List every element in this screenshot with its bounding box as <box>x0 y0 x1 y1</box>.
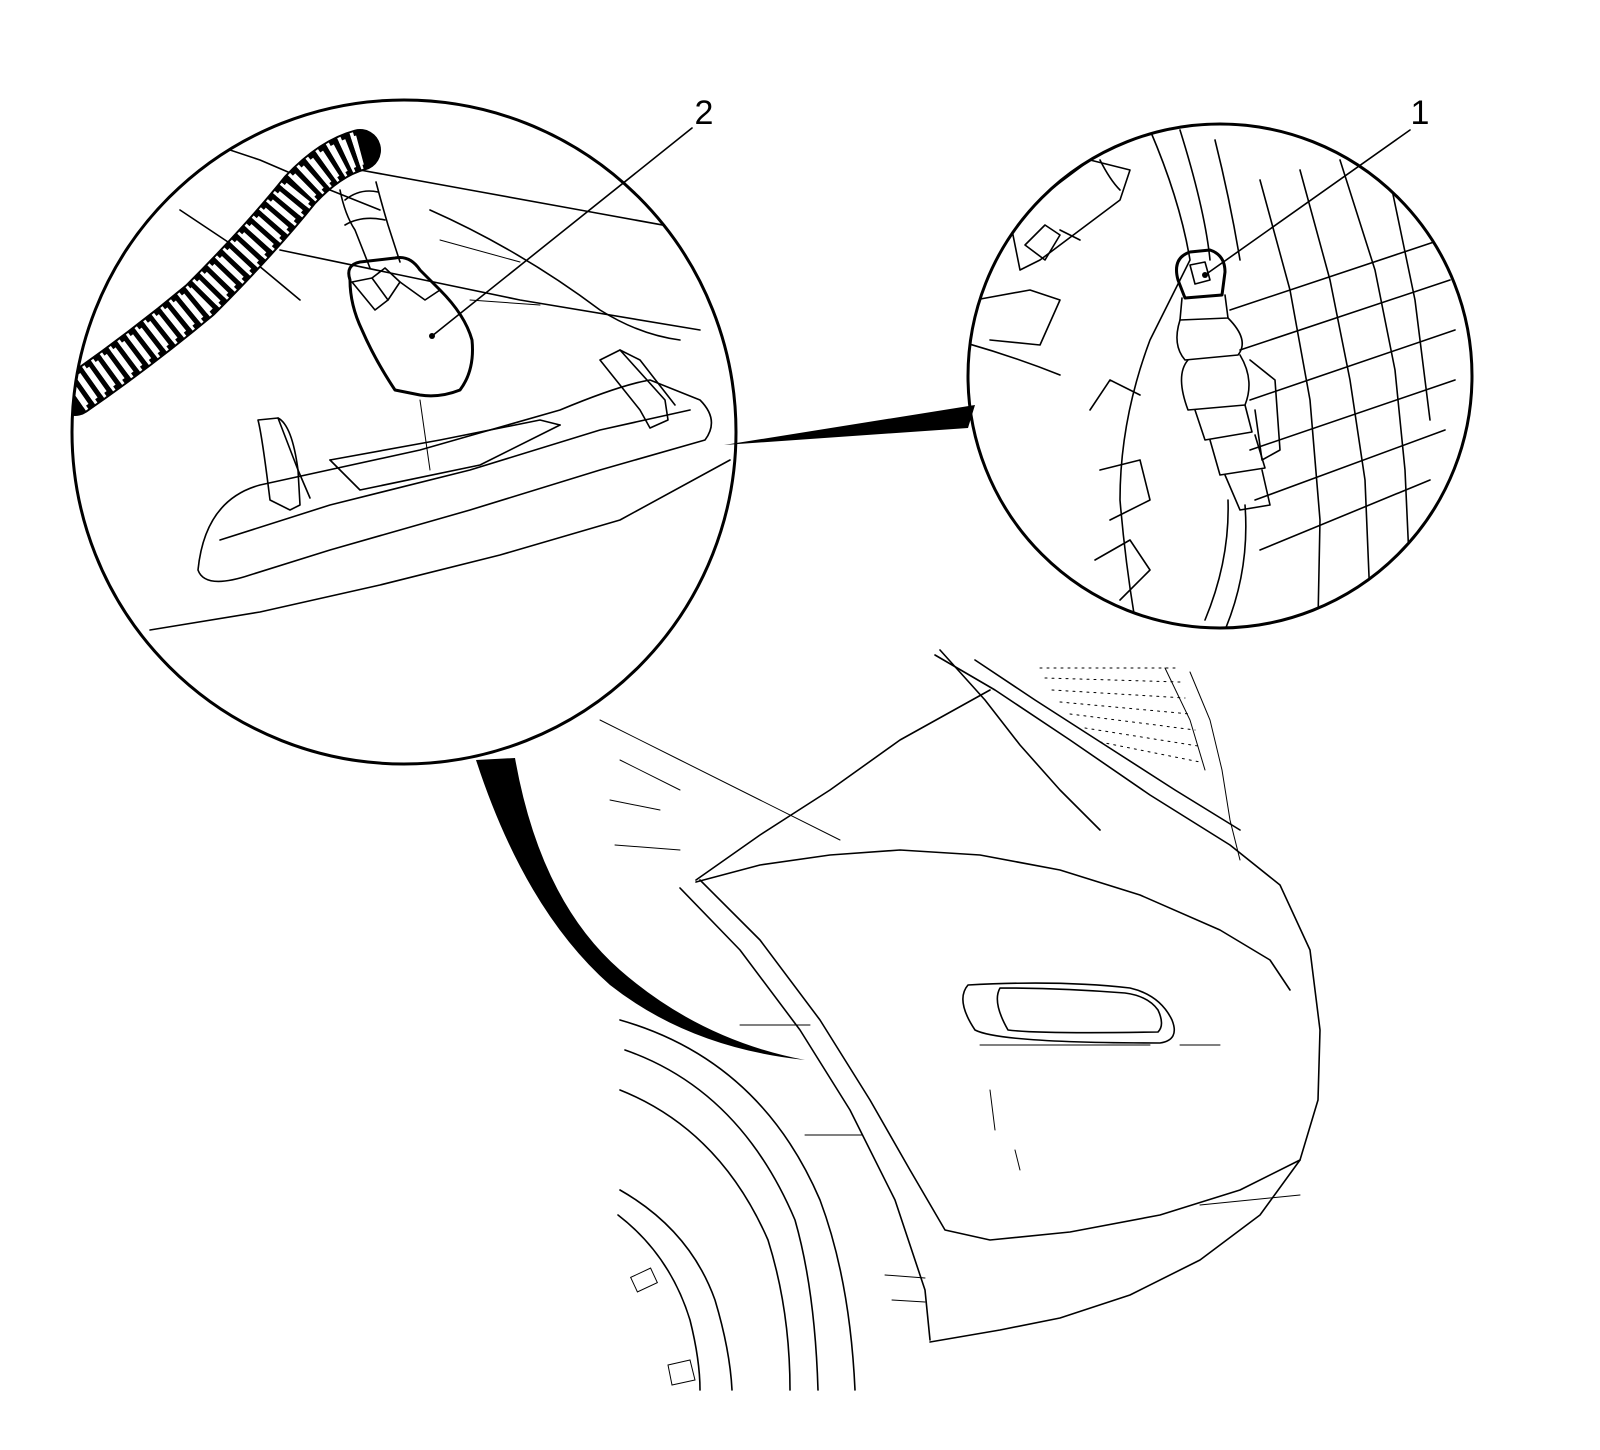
vehicle-rear-quarter <box>599 649 1321 1391</box>
callout-label-1: 1 <box>1411 94 1430 132</box>
bulb-socket-1 <box>1175 248 1281 628</box>
corrugated-wire-loom <box>72 129 381 416</box>
magnifier-circle-right <box>966 122 1474 630</box>
callout-1-leader <box>1204 129 1411 276</box>
callout-label-2: 2 <box>695 94 714 132</box>
lamp-lens-grid <box>1229 159 1456 621</box>
lamp-mount-bracket <box>197 349 713 583</box>
detail-view-right <box>966 122 1474 630</box>
rear-reflector-recess <box>962 982 1221 1046</box>
magnifier-leaders <box>476 405 975 1060</box>
rear-wheel-arch <box>617 1019 926 1391</box>
connector-2 <box>347 256 474 398</box>
magnifier-circle-left <box>70 98 738 766</box>
rear-glass-shading <box>1039 667 1201 763</box>
callout-2-leader <box>431 127 693 337</box>
detail-view-left <box>70 98 738 766</box>
